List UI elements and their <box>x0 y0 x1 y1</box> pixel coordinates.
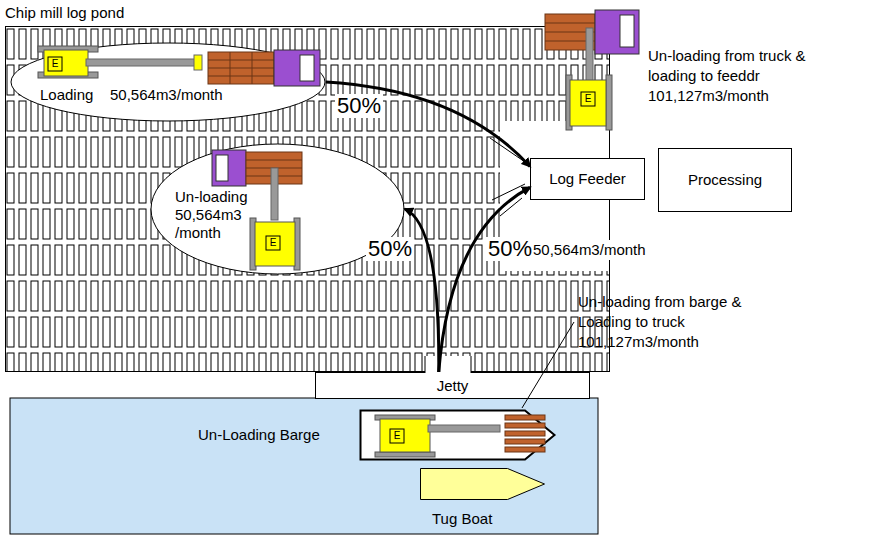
excavator <box>250 168 300 270</box>
node-label: Loading <box>40 86 93 104</box>
process-box: Processing <box>658 148 792 212</box>
share-label: 50% <box>366 237 414 261</box>
node-label: Jetty <box>437 377 469 395</box>
window <box>620 15 634 47</box>
log-pile <box>505 415 545 452</box>
log <box>505 415 545 420</box>
log <box>505 447 545 452</box>
log <box>505 423 545 428</box>
note: Un-loading from barge & Loading to truck… <box>578 292 778 352</box>
cab <box>48 57 62 71</box>
flow-arrow <box>326 82 530 166</box>
cab-letter: E <box>266 236 280 250</box>
cab-letter: E <box>390 429 404 443</box>
node-label: Chip mill log pond <box>5 4 124 22</box>
node-label: Un-Loading Barge <box>198 426 320 444</box>
box-outline <box>531 159 645 200</box>
road <box>425 356 471 373</box>
jetty: Jetty <box>315 372 590 399</box>
cab-letter: E <box>581 92 595 106</box>
node-label: Un-loading 50,564m3 /month <box>175 188 257 242</box>
log-line <box>208 68 274 69</box>
box-outline <box>659 149 792 212</box>
cab <box>390 429 404 443</box>
cab <box>595 10 639 54</box>
excavator <box>375 415 500 457</box>
feeder-box: Log Feeder <box>530 158 645 200</box>
cab <box>212 150 246 186</box>
jetty-road <box>425 356 471 373</box>
flow-arrow <box>405 209 439 372</box>
boom <box>86 59 196 66</box>
log <box>505 439 545 444</box>
log-line <box>208 76 274 77</box>
log-line <box>252 52 253 84</box>
leader-line <box>522 322 574 408</box>
window <box>216 155 228 181</box>
log <box>505 431 545 436</box>
excavator <box>566 28 612 130</box>
cab <box>274 50 320 86</box>
track <box>606 75 612 130</box>
pond-outline <box>6 27 610 372</box>
window <box>300 55 314 81</box>
water <box>10 398 598 534</box>
body <box>570 80 606 126</box>
node-label: Tug Boat <box>432 510 492 528</box>
body <box>44 50 88 76</box>
node-shape <box>420 468 545 500</box>
boom <box>428 425 500 432</box>
truck <box>208 50 320 86</box>
track <box>375 452 435 457</box>
share-label: 50% <box>335 94 383 118</box>
tug-hull <box>421 469 545 500</box>
road-edge <box>425 356 426 373</box>
note: Un-loading from truck & loading to feedd… <box>648 46 848 106</box>
log-line <box>545 23 595 24</box>
cab <box>266 236 280 250</box>
node-label: Log Feeder <box>549 170 626 188</box>
body <box>255 222 295 266</box>
boom <box>586 28 593 82</box>
share-label: 50% <box>486 237 534 261</box>
tug-boat: Tug Boat <box>420 468 545 500</box>
cab-letter: E <box>48 57 62 71</box>
flow-arrow <box>439 187 530 372</box>
feed-line <box>490 138 525 162</box>
truck <box>212 150 302 186</box>
road-edge <box>471 356 472 373</box>
node-value: 50,564m3/month <box>110 86 223 104</box>
boom <box>271 168 278 220</box>
body <box>380 419 430 452</box>
box-outline <box>316 373 590 399</box>
excavator <box>38 46 202 78</box>
cab <box>581 92 595 106</box>
log-line <box>230 52 231 84</box>
log-line <box>208 60 274 61</box>
area-ellipse <box>11 43 325 121</box>
logs <box>208 52 274 84</box>
node-label: Processing <box>688 171 762 189</box>
grapple <box>194 55 202 70</box>
quantity: 50,564m3/month <box>533 240 646 260</box>
barge-hull <box>361 411 555 460</box>
log-line <box>246 160 302 161</box>
